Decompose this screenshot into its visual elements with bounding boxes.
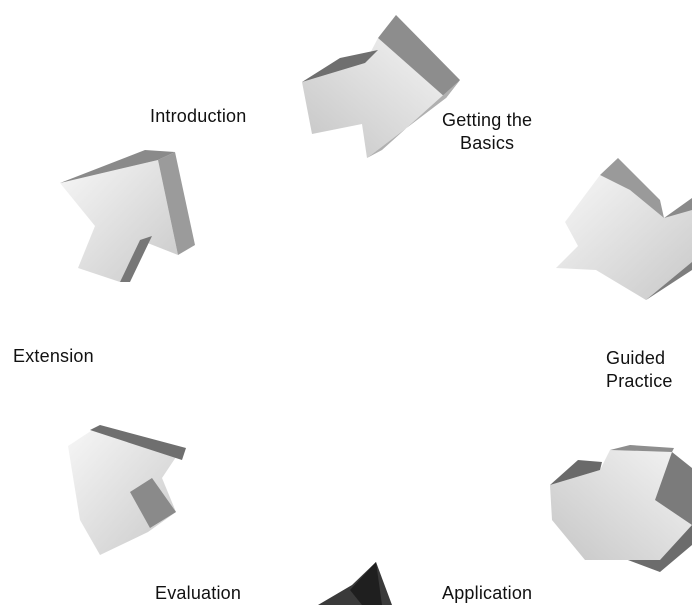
stage-label-extension: Extension (13, 346, 94, 366)
stage-label-guided-practice: Guided Practice (606, 348, 673, 391)
curved-arrow-icon-evaluation (68, 425, 186, 555)
curved-arrow-icon-application (550, 445, 692, 572)
stage-label-application: Application (442, 583, 533, 603)
stage-label-getting-the-basics: Getting the Basics (442, 110, 533, 153)
stage-label-introduction: Introduction (150, 106, 247, 126)
curved-arrow-icon-extension (318, 562, 392, 605)
curved-arrow-icon-introduction (60, 150, 195, 282)
curved-arrow-icon-getting-basics (302, 15, 460, 158)
stage-label-evaluation: Evaluation (155, 583, 242, 603)
curved-arrow-icon-guided-practice (556, 158, 692, 300)
